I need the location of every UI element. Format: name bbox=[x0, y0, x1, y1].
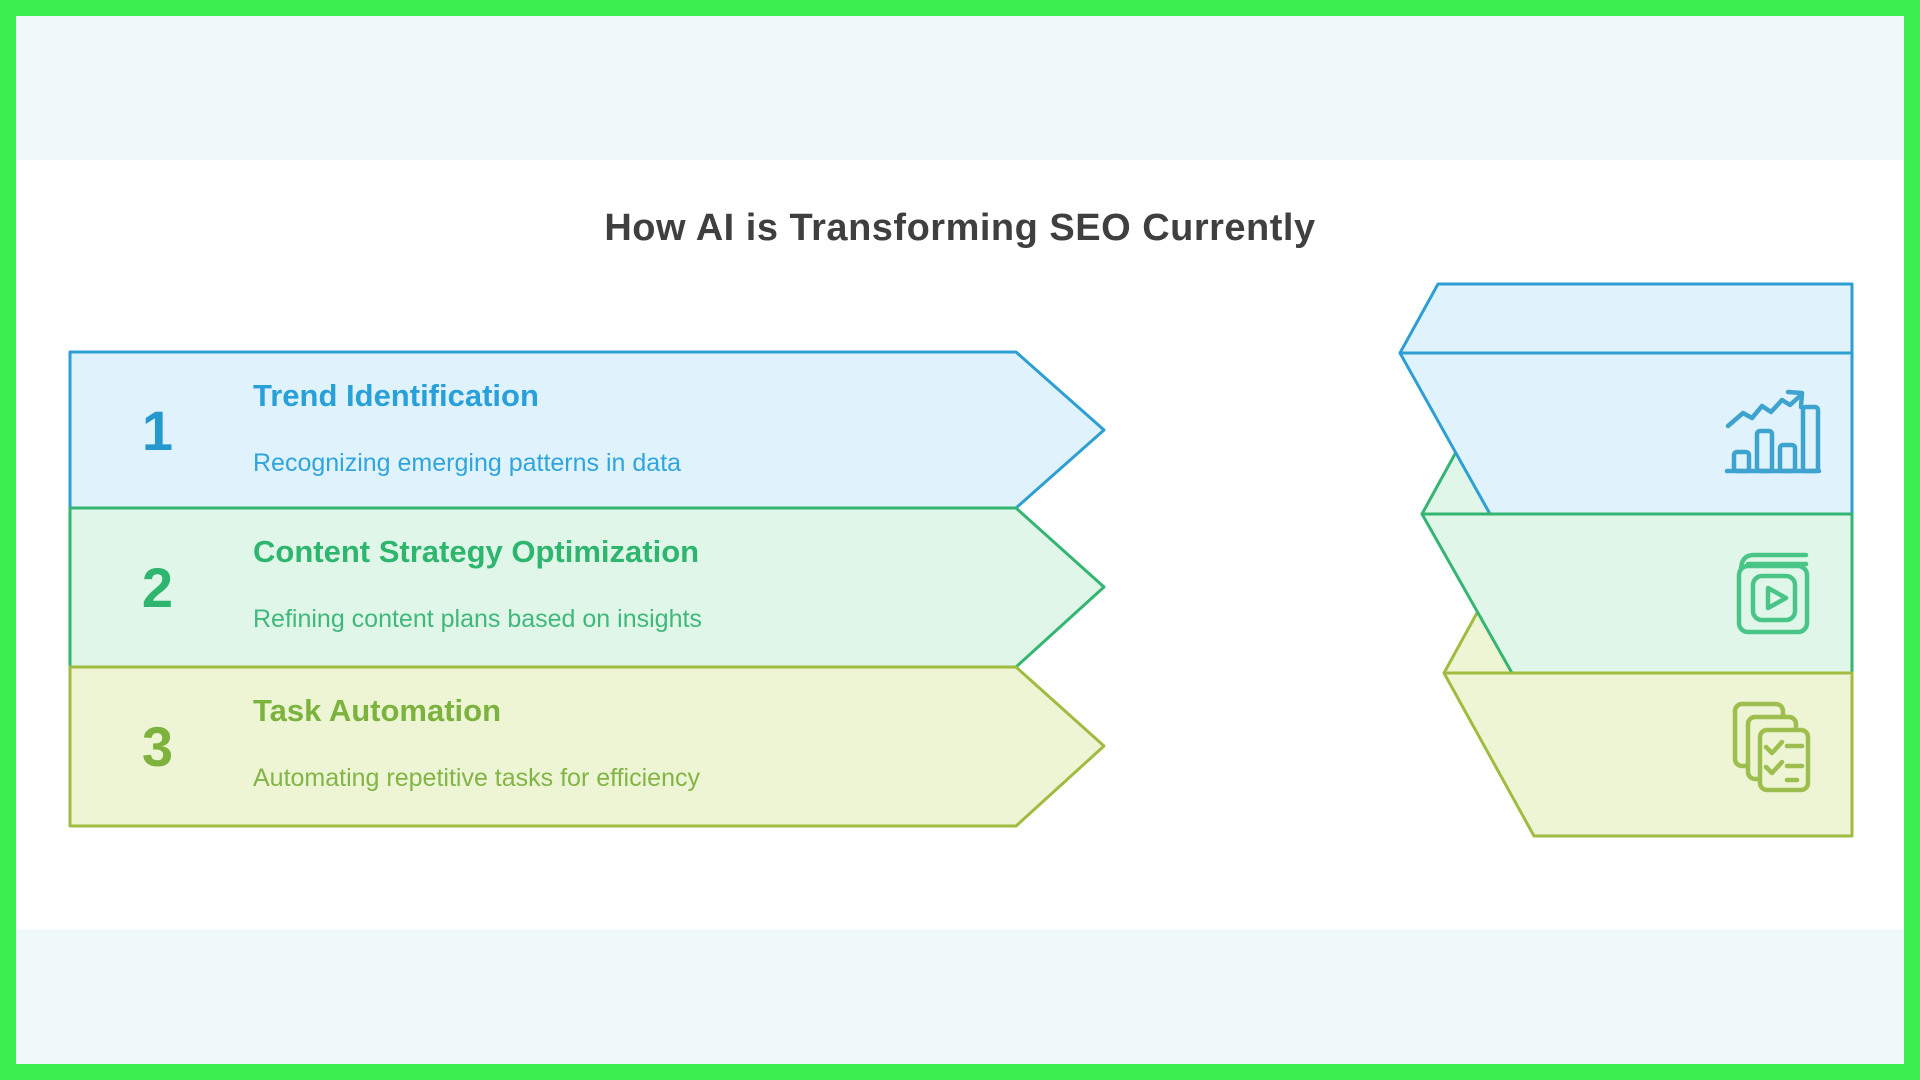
ribbon-1-fold-shape bbox=[1398, 282, 1854, 355]
page-title: How AI is Transforming SEO Currently bbox=[604, 207, 1316, 249]
step-1-banner: 1 Trend Identification Recognizing emerg… bbox=[70, 352, 1016, 508]
step-3-subtitle: Automating repetitive tasks for efficien… bbox=[253, 764, 700, 792]
step-3-heading: Task Automation bbox=[253, 693, 502, 728]
step-3-arrow-shape bbox=[68, 665, 1106, 828]
trend-chart-icon bbox=[1724, 389, 1822, 474]
step-1-heading: Trend Identification bbox=[253, 378, 539, 413]
step-3-banner: 3 Task Automation Automating repetitive … bbox=[70, 667, 1016, 826]
step-1-subtitle: Recognizing emerging patterns in data bbox=[253, 449, 682, 477]
step-2-heading: Content Strategy Optimization bbox=[253, 534, 700, 569]
step-3-number: 3 bbox=[141, 715, 174, 778]
step-2-arrow-shape bbox=[68, 506, 1106, 669]
step-2-number: 2 bbox=[141, 556, 174, 619]
step-1-arrow-shape bbox=[68, 350, 1106, 510]
video-book-icon bbox=[1736, 552, 1810, 635]
step-2-banner: 2 Content Strategy Optimization Refining… bbox=[70, 508, 1016, 667]
task-checklist-icon bbox=[1732, 701, 1811, 793]
step-1-number: 1 bbox=[141, 398, 174, 462]
step-2-subtitle: Refining content plans based on insights bbox=[253, 605, 702, 633]
